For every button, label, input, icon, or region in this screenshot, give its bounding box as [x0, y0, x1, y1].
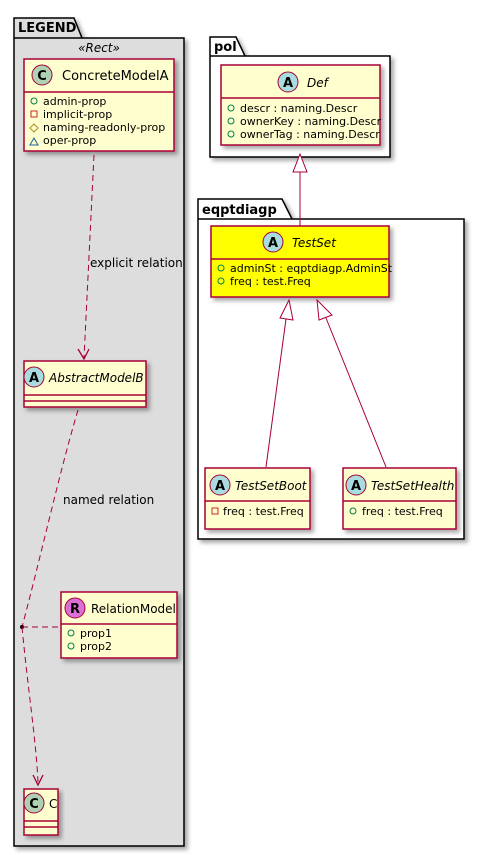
- explicit-relation-label: explicit relation: [90, 256, 183, 270]
- class-kind-a-icon: [262, 231, 284, 253]
- class-prop: descr : naming.Descr: [240, 102, 358, 115]
- class-name: RelationModel: [91, 602, 176, 616]
- class-name: TestSetBoot: [235, 479, 308, 493]
- class-kind-c-icon: [23, 792, 45, 814]
- class-prop: prop2: [80, 640, 112, 653]
- class-kind-a-icon: [345, 474, 367, 496]
- class-c[interactable]: C C: [23, 788, 59, 836]
- class-kind-label: A: [29, 371, 39, 386]
- eqptdiagp-package-title: eqptdiagp: [202, 203, 277, 218]
- class-prop: freq : test.Freq: [223, 505, 304, 518]
- class-prop: freq : test.Freq: [230, 275, 311, 288]
- class-prop: naming-readonly-prop: [43, 121, 165, 134]
- public-visibility-icon: [67, 642, 75, 650]
- class-test-set[interactable]: A TestSet adminSt : eqptdiagp.AdminSt fr…: [210, 225, 393, 298]
- public-visibility-icon: [227, 104, 235, 112]
- class-prop: implicit-prop: [43, 108, 112, 121]
- public-visibility-icon: [67, 629, 75, 637]
- public-visibility-icon: [227, 130, 235, 138]
- class-name: ConcreteModelA: [62, 69, 169, 84]
- class-test-set-health[interactable]: A TestSetHealth freq : test.Freq: [342, 467, 457, 530]
- class-concrete-model-a[interactable]: C ConcreteModelA admin-prop implicit-pro…: [23, 58, 175, 152]
- legend-stereotype: «Rect»: [78, 41, 120, 55]
- public-visibility-icon: [30, 97, 38, 105]
- public-visibility-icon: [217, 264, 225, 272]
- class-kind-a-icon: [209, 474, 231, 496]
- protected-visibility-icon: [29, 123, 39, 133]
- class-prop: adminSt : eqptdiagp.AdminSt: [230, 262, 393, 275]
- public-visibility-icon: [217, 277, 225, 285]
- class-kind-label: C: [29, 797, 39, 812]
- generalization-testset-def: [292, 152, 308, 226]
- class-kind-a-icon: [277, 71, 299, 93]
- class-kind-label: A: [268, 236, 278, 251]
- legend-package-title: LEGEND: [18, 21, 77, 36]
- private-visibility-icon: [211, 507, 219, 515]
- class-test-set-boot[interactable]: A TestSetBoot freq : test.Freq: [204, 467, 311, 530]
- class-name: Def: [307, 76, 330, 90]
- class-kind-a-icon: [23, 366, 45, 388]
- named-relation-label: named relation: [63, 493, 154, 507]
- class-kind-label: C: [37, 69, 47, 84]
- package-visibility-icon: [29, 136, 39, 146]
- generalization-testsethealth-testset: [316, 298, 387, 468]
- class-prop: prop1: [80, 627, 112, 640]
- class-name: C: [49, 797, 57, 811]
- class-def[interactable]: A Def descr : naming.Descr ownerKey : na…: [220, 64, 382, 146]
- private-visibility-icon: [30, 110, 38, 118]
- pol-package-title: pol: [214, 40, 237, 55]
- named-relation-arrow: named relation: [20, 409, 154, 787]
- class-relation-model[interactable]: R RelationModel prop1 prop2: [60, 591, 178, 659]
- class-kind-label: A: [283, 76, 293, 91]
- class-kind-label: R: [70, 602, 80, 617]
- explicit-relation-arrow: explicit relation: [77, 154, 183, 361]
- public-visibility-icon: [227, 117, 235, 125]
- class-name: AbstractModelB: [48, 371, 144, 385]
- class-prop: admin-prop: [43, 95, 106, 108]
- generalization-testsetboot-testset: [265, 298, 294, 468]
- class-kind-c-icon: [31, 64, 53, 86]
- class-kind-r-icon: [64, 597, 86, 619]
- class-prop: oper-prop: [43, 134, 96, 147]
- public-visibility-icon: [349, 507, 357, 515]
- class-prop: ownerTag : naming.Descr: [240, 128, 380, 141]
- class-prop: ownerKey : naming.Descr: [240, 115, 382, 128]
- class-name: TestSetHealth: [371, 479, 454, 493]
- class-kind-label: A: [215, 479, 225, 494]
- class-prop: freq : test.Freq: [362, 505, 443, 518]
- class-kind-label: A: [351, 479, 361, 494]
- class-name: TestSet: [292, 236, 337, 250]
- class-abstract-model-b[interactable]: A AbstractModelB: [23, 360, 147, 408]
